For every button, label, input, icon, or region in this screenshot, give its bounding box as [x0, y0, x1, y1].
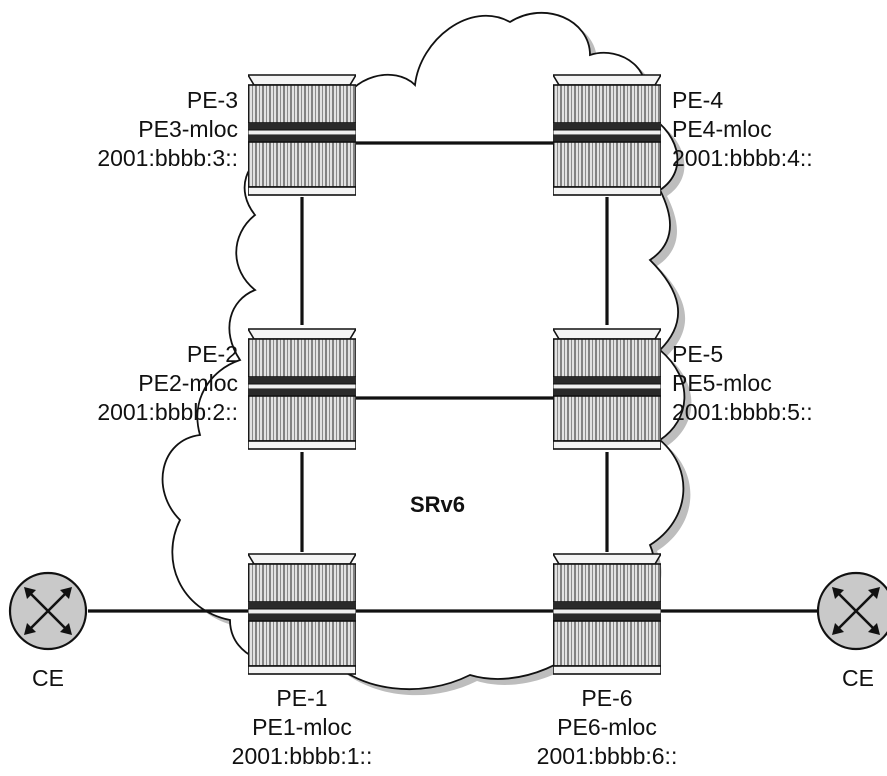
- router-locator: PE1-mloc: [252, 714, 352, 740]
- router-pe1[interactable]: PE-1 PE1-mloc 2001:bbbb:1::: [232, 553, 373, 769]
- ce-label: CE: [842, 665, 874, 691]
- ce-router-icon: [8, 571, 88, 651]
- router-pe4[interactable]: PE-4 PE4-mloc 2001:bbbb:4::: [553, 74, 813, 196]
- cloud-label: SRv6: [410, 492, 465, 517]
- router-locator: PE4-mloc: [672, 116, 772, 142]
- router-locator: PE5-mloc: [672, 370, 772, 396]
- router-pe3[interactable]: PE-3 PE3-mloc 2001:bbbb:3::: [97, 74, 356, 196]
- router-locator: PE6-mloc: [557, 714, 657, 740]
- router-chassis-icon: [248, 74, 356, 196]
- ce-router-icon: [816, 571, 887, 651]
- router-prefix: 2001:bbbb:4::: [672, 145, 813, 171]
- router-prefix: 2001:bbbb:2::: [97, 399, 238, 425]
- router-chassis-icon: [553, 74, 661, 196]
- router-name: PE-3: [187, 87, 238, 113]
- router-name: PE-5: [672, 341, 723, 367]
- router-pe2[interactable]: PE-2 PE2-mloc 2001:bbbb:2::: [97, 328, 356, 450]
- ce-label: CE: [32, 665, 64, 691]
- router-prefix: 2001:bbbb:1::: [232, 743, 373, 769]
- router-chassis-icon: [248, 553, 356, 675]
- router-locator: PE3-mloc: [138, 116, 238, 142]
- router-pe5[interactable]: PE-5 PE5-mloc 2001:bbbb:5::: [553, 328, 813, 450]
- router-chassis-icon: [248, 328, 356, 450]
- router-pe6[interactable]: PE-6 PE6-mloc 2001:bbbb:6::: [537, 553, 678, 769]
- router-name: PE-2: [187, 341, 238, 367]
- router-prefix: 2001:bbbb:5::: [672, 399, 813, 425]
- router-name: PE-1: [276, 685, 327, 711]
- links: [88, 141, 822, 613]
- ce-right[interactable]: CE: [816, 571, 887, 691]
- router-prefix: 2001:bbbb:3::: [97, 145, 238, 171]
- ce-left[interactable]: CE: [8, 571, 88, 691]
- router-prefix: 2001:bbbb:6::: [537, 743, 678, 769]
- router-name: PE-4: [672, 87, 723, 113]
- router-chassis-icon: [553, 553, 661, 675]
- router-name: PE-6: [581, 685, 632, 711]
- router-chassis-icon: [553, 328, 661, 450]
- router-locator: PE2-mloc: [138, 370, 238, 396]
